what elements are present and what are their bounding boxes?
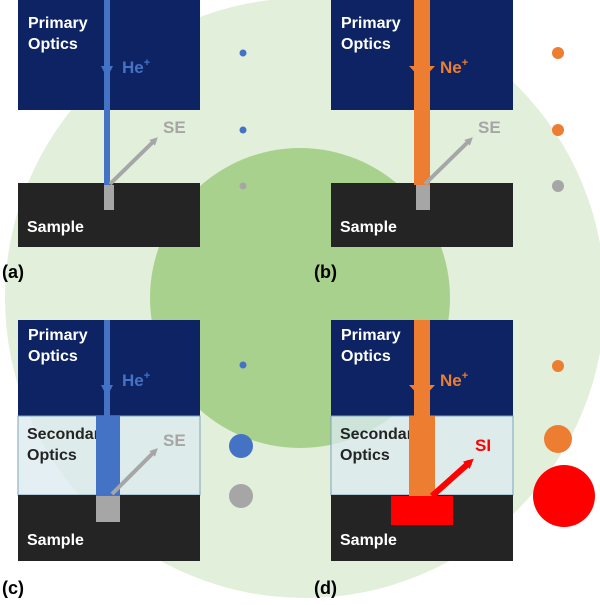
panel-label-d: (d) bbox=[314, 578, 337, 598]
sample-label: Sample bbox=[27, 532, 84, 549]
se-size-dot bbox=[229, 484, 253, 508]
panel-label-b: (b) bbox=[314, 262, 337, 282]
se-size-dot bbox=[239, 182, 247, 190]
primary-optics-label-line1: Primary bbox=[28, 327, 88, 344]
se-arrow bbox=[110, 448, 158, 496]
secondary-beam-column bbox=[409, 416, 435, 496]
beam-size-dot bbox=[239, 49, 247, 57]
beam-arrow-head bbox=[101, 66, 113, 78]
panel-label-c: (c) bbox=[2, 578, 24, 598]
se-label: SE bbox=[163, 431, 186, 450]
se-size-dot bbox=[552, 180, 564, 192]
beam-size-dot bbox=[552, 47, 564, 59]
sample-label: Sample bbox=[27, 219, 84, 236]
interaction-volume bbox=[96, 496, 120, 522]
he-ion-beam bbox=[104, 0, 110, 185]
beam-arrow-head bbox=[409, 385, 435, 399]
primary-optics-label-line1: Primary bbox=[341, 15, 401, 32]
sample-label: Sample bbox=[340, 532, 397, 549]
si-size-dot bbox=[533, 465, 595, 527]
beam-size-dot bbox=[239, 361, 247, 369]
beam-size-dot bbox=[552, 360, 564, 372]
secondary-beam-size-dot bbox=[544, 425, 572, 453]
se-label: SE bbox=[478, 118, 501, 137]
ion-label-he: He+ bbox=[122, 57, 150, 77]
ion-label-ne: Ne+ bbox=[440, 370, 468, 390]
sputtered-region bbox=[391, 496, 453, 525]
beam-size-dot bbox=[552, 124, 564, 136]
interaction-volume bbox=[104, 185, 114, 210]
primary-optics-label-line2: Optics bbox=[28, 348, 78, 365]
panel-c: Primary Optics Secondary Optics Sample H… bbox=[2, 320, 253, 598]
ne-ion-beam bbox=[414, 0, 430, 185]
si-arrow bbox=[429, 458, 474, 499]
secondary-optics-label-line2: Optics bbox=[27, 447, 77, 464]
interaction-volume bbox=[416, 185, 430, 210]
secondary-optics-label-line1: Secondary bbox=[340, 426, 422, 443]
primary-optics-label-line1: Primary bbox=[341, 327, 401, 344]
panel-label-a: (a) bbox=[2, 262, 24, 282]
primary-optics-label-line2: Optics bbox=[341, 36, 391, 53]
ne-ion-beam bbox=[414, 320, 430, 418]
secondary-beam-column bbox=[96, 416, 120, 496]
primary-optics-label-line2: Optics bbox=[341, 348, 391, 365]
he-ion-beam bbox=[104, 320, 110, 418]
sample-label: Sample bbox=[340, 219, 397, 236]
panel-b: Primary Optics Sample Ne+ SE (b) bbox=[314, 0, 564, 282]
primary-optics-label-line1: Primary bbox=[28, 15, 88, 32]
beam-arrow-head bbox=[409, 66, 435, 80]
ion-label-he: He+ bbox=[122, 370, 150, 390]
primary-optics-label-line2: Optics bbox=[28, 36, 78, 53]
panel-d: Primary Optics Secondary Optics Sample N… bbox=[314, 320, 595, 598]
beam-size-dot bbox=[239, 126, 247, 134]
beam-arrow-head bbox=[101, 385, 113, 397]
ion-label-ne: Ne+ bbox=[440, 57, 468, 77]
secondary-optics-label-line2: Optics bbox=[340, 447, 390, 464]
si-label: SI bbox=[475, 436, 491, 455]
secondary-beam-size-dot bbox=[229, 434, 253, 458]
se-arrow bbox=[108, 137, 158, 186]
se-label: SE bbox=[163, 118, 186, 137]
panel-a: Primary Optics Sample He+ SE (a) bbox=[2, 0, 247, 282]
se-arrow bbox=[423, 137, 473, 186]
secondary-optics-label-line1: Secondary bbox=[27, 426, 109, 443]
